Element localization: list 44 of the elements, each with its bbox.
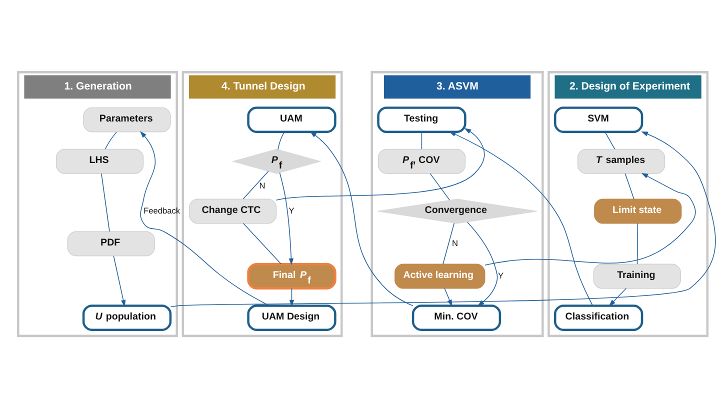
node-diamond: Convergence: [377, 198, 538, 224]
node-box: UAM: [247, 106, 336, 134]
arrow: [276, 128, 485, 200]
connector: [624, 173, 634, 200]
node-box: Parameters: [83, 107, 171, 132]
connector: [421, 132, 422, 150]
connector: [242, 170, 269, 200]
arrow: [289, 288, 294, 307]
node-box: SVM: [554, 106, 644, 134]
arrow: [449, 131, 594, 306]
arrow: [484, 172, 696, 266]
arrow: [608, 288, 627, 306]
node-box: T samples: [577, 148, 666, 174]
arrow: [113, 256, 126, 307]
node-box: Classification: [554, 304, 644, 332]
node-box: Change CTC: [188, 198, 277, 224]
node-box: Min. COV: [412, 304, 502, 332]
node-box: Limit state: [594, 198, 682, 224]
connector: [101, 173, 110, 232]
arrow: [467, 222, 498, 306]
connector: [636, 222, 638, 264]
connector: [104, 132, 117, 150]
edge-label: Feedback: [144, 205, 180, 216]
node-box: Active learning: [394, 264, 486, 289]
node-box: UAM Design: [247, 304, 336, 332]
edge-label: Y: [288, 205, 294, 216]
node-box: LHS: [56, 148, 144, 174]
connector: [430, 173, 450, 200]
connector: [278, 132, 285, 150]
arrow: [444, 288, 452, 307]
arrow: [140, 131, 270, 306]
edge-label: N: [452, 238, 458, 248]
arrow: [170, 132, 716, 308]
connector: [442, 222, 455, 264]
node-box: U population: [82, 304, 172, 332]
connector: [604, 132, 616, 150]
node-box: Training: [593, 264, 681, 289]
arrow: [310, 131, 414, 306]
edge-label: Y: [498, 270, 504, 280]
node-box: Testing: [377, 106, 466, 134]
edge-label: N: [259, 180, 266, 190]
arrow: [279, 172, 294, 266]
connector: [242, 222, 282, 264]
node-box: PDF: [67, 231, 155, 256]
